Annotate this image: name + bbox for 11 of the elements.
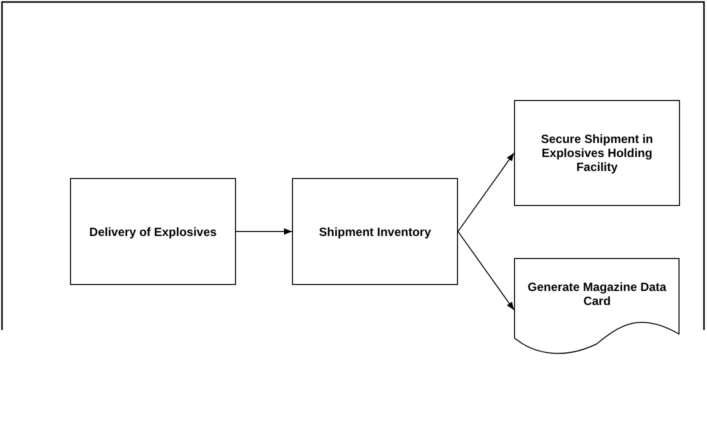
arrow [458,152,514,232]
node-label: Delivery of Explosives [88,224,218,238]
node-label: Shipment Inventory [318,224,432,238]
node-label: Secure Shipment in Explosives Holding Facility [540,132,654,174]
arrow [458,231,514,310]
arrow [236,228,292,235]
document-shape [514,258,680,356]
process-box [292,178,458,285]
process-box [70,178,236,285]
process-box [514,100,680,206]
node-label: Generate Magazine Data Card [526,280,668,308]
